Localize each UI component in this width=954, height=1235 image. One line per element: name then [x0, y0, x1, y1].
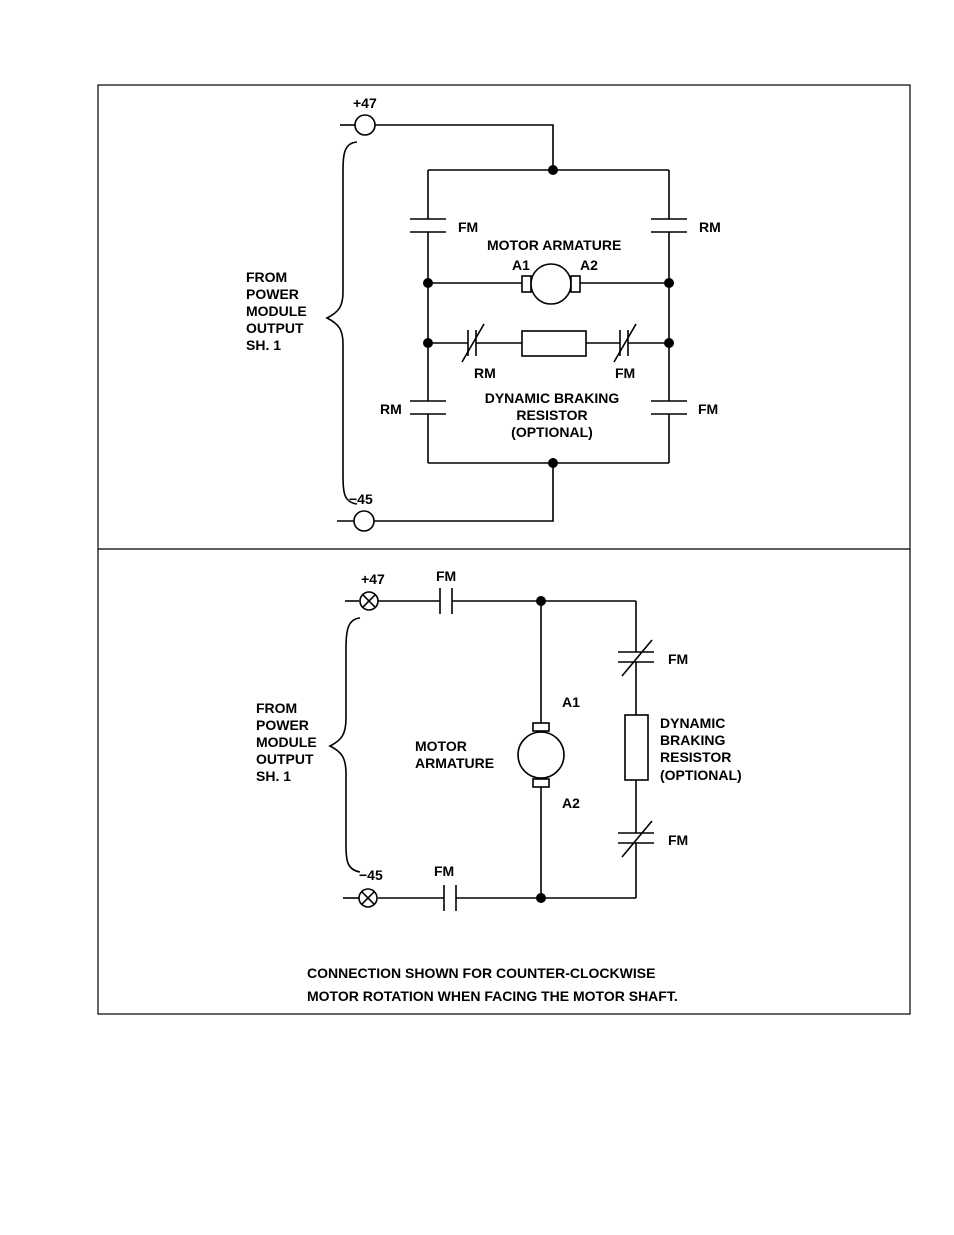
top-source-label-4: OUTPUT: [246, 320, 304, 336]
bottom-braking-resistor: [624, 714, 649, 781]
top-resistor-label-3: (OPTIONAL): [511, 424, 593, 440]
junction-dot: [423, 278, 433, 288]
bottom-resistor-label-3: RESISTOR: [660, 749, 731, 765]
braking-resistor: [521, 330, 587, 357]
bottom-motor-brush-a2: [532, 778, 550, 788]
bottom-source-label-5: SH. 1: [256, 768, 291, 784]
bottom-terminal-neg-label: −45: [359, 867, 383, 883]
top-source-label-1: FROM: [246, 269, 287, 285]
bottom-terminal-pos-label: +47: [361, 571, 385, 587]
motor-brush-a2: [570, 275, 581, 293]
bottom-resistor-label-2: BRAKING: [660, 732, 725, 748]
top-terminal-pos-label: +47: [353, 95, 377, 111]
top-contact-rm-bottom-label: RM: [380, 401, 402, 417]
top-a1-label: A1: [512, 257, 530, 273]
bottom-contact-fm-bottom-label: FM: [434, 863, 454, 879]
top-source-label-3: MODULE: [246, 303, 307, 319]
bottom-brace: [328, 617, 361, 873]
top-terminal-pos: [354, 114, 376, 136]
bottom-resistor-label-4: (OPTIONAL): [660, 767, 742, 783]
top-a2-label: A2: [580, 257, 598, 273]
top-panel: +47 FM RM RM FM MOTOR ARMATURE A1 A2: [246, 95, 721, 532]
top-contact-fm-label: FM: [458, 219, 478, 235]
caption-line-2: MOTOR ROTATION WHEN FACING THE MOTOR SHA…: [307, 988, 678, 1004]
bottom-nc-fm-top-label: FM: [668, 651, 688, 667]
top-terminal-neg: [353, 510, 375, 532]
bottom-motor-brush-a1: [532, 722, 550, 732]
bottom-nc-fm-top-slash: [621, 639, 653, 677]
top-motor-armature-label: MOTOR ARMATURE: [487, 237, 621, 253]
bottom-source-label-1: FROM: [256, 700, 297, 716]
bottom-motor-label-2: ARMATURE: [415, 755, 494, 771]
junction-dot: [423, 338, 433, 348]
caption-line-1: CONNECTION SHOWN FOR COUNTER-CLOCKWISE: [307, 965, 655, 981]
bottom-motor-armature-symbol: [517, 731, 565, 779]
top-source-label-2: POWER: [246, 286, 299, 302]
nc-contact-fm-slash: [613, 323, 637, 363]
top-resistor-label-2: RESISTOR: [516, 407, 587, 423]
bottom-nc-fm-bottom-slash: [621, 820, 653, 858]
bottom-panel: +47 FM FM FM DYNAMIC BRAKING RESISTOR (O…: [256, 568, 742, 1004]
junction-dot: [664, 338, 674, 348]
nc-contact-rm-slash: [461, 323, 485, 363]
top-brace: [325, 141, 358, 505]
bottom-contact-fm-top-label: FM: [436, 568, 456, 584]
motor-armature-symbol: [530, 263, 572, 305]
bottom-a1-label: A1: [562, 694, 580, 710]
top-resistor-label-1: DYNAMIC BRAKING: [485, 390, 620, 406]
top-nc-rm-label: RM: [474, 365, 496, 381]
top-contact-fm-bottom-label: FM: [698, 401, 718, 417]
top-contact-rm-label: RM: [699, 219, 721, 235]
top-terminal-neg-label: −45: [349, 491, 373, 507]
motor-brush-a1: [521, 275, 532, 293]
top-source-label-5: SH. 1: [246, 337, 281, 353]
bottom-resistor-label-1: DYNAMIC: [660, 715, 725, 731]
junction-dot: [548, 165, 558, 175]
junction-dot: [664, 278, 674, 288]
bottom-source-label-3: MODULE: [256, 734, 317, 750]
bottom-source-label-4: OUTPUT: [256, 751, 314, 767]
bottom-nc-fm-bottom-label: FM: [668, 832, 688, 848]
junction-dot: [536, 893, 546, 903]
bottom-motor-label-1: MOTOR: [415, 738, 467, 754]
top-nc-fm-label: FM: [615, 365, 635, 381]
bottom-a2-label: A2: [562, 795, 580, 811]
bottom-source-label-2: POWER: [256, 717, 309, 733]
